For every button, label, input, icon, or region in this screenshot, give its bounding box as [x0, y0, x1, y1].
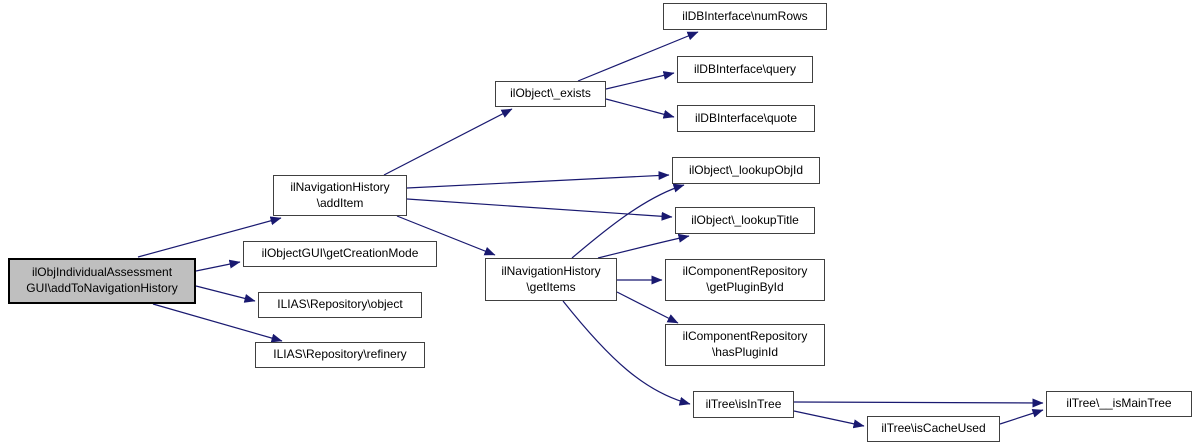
node-label: ilNavigationHistory \getItems [501, 263, 601, 294]
node-label: ilObject\_lookupObjId [688, 162, 804, 177]
node-label: ilDBInterface\quote [694, 110, 798, 125]
edge-get-items-lookup-title [597, 233, 690, 259]
edge-is-cache-used-is-main-tree [999, 408, 1044, 425]
node-label: ilTree\isInTree [705, 396, 782, 411]
edge-main-repository-refinery [152, 303, 283, 343]
node-get-plugin-by-id[interactable]: ilComponentRepository \getPluginById [665, 259, 825, 301]
node-label: ilObjectGUI\getCreationMode [261, 246, 419, 261]
edge-get-items-is-in-tree [562, 300, 691, 406]
node-add-to-navigation-history: ilObjIndividualAssessment GUI\addToNavig… [8, 258, 196, 304]
node-repository-refinery[interactable]: ILIAS\Repository\refinery [255, 342, 425, 368]
node-label: ilObjIndividualAssessment GUI\addToNavig… [26, 265, 178, 295]
node-label: ilComponentRepository \getPluginById [682, 264, 808, 294]
node-label: ilNavigationHistory \addItem [290, 179, 390, 210]
node-get-creation-mode[interactable]: ilObjectGUI\getCreationMode [243, 241, 437, 267]
node-repository-object[interactable]: ILIAS\Repository\object [258, 292, 422, 318]
edge-add-item-lookup-obj-id [406, 171, 670, 189]
node-object-exists[interactable]: ilObject\_exists [495, 81, 606, 107]
edge-get-items-lookup-obj-id [571, 183, 685, 259]
node-label: ilObject\_lookupTitle [691, 212, 799, 227]
node-query[interactable]: ilDBInterface\query [677, 56, 813, 83]
node-label: ilComponentRepository \hasPluginId [682, 329, 808, 359]
node-is-main-tree[interactable]: ilTree\__isMainTree [1046, 391, 1192, 417]
node-label: ilDBInterface\query [693, 61, 797, 76]
edge-add-item-lookup-title [406, 198, 673, 221]
edge-object-exists-query [605, 71, 675, 90]
node-has-plugin-id[interactable]: ilComponentRepository \hasPluginId [665, 324, 825, 366]
node-label: ilObject\_exists [510, 86, 591, 101]
node-label: ilTree\isCacheUsed [881, 421, 986, 436]
node-quote[interactable]: ilDBInterface\quote [677, 105, 815, 132]
node-lookup-obj-id[interactable]: ilObject\_lookupObjId [672, 157, 820, 184]
node-label: ILIAS\Repository\refinery [273, 347, 407, 362]
edge-main-repository-object [195, 285, 256, 303]
node-add-item[interactable]: ilNavigationHistory \addItem [273, 175, 407, 216]
edge-is-in-tree-is-main-tree [793, 398, 1044, 408]
edge-main-get-creation-mode [195, 259, 241, 272]
edge-main-add-item [137, 216, 282, 258]
edge-add-item-get-items [396, 215, 496, 256]
node-label: ilDBInterface\numRows [682, 8, 808, 23]
edge-get-items-has-plugin-id [616, 291, 679, 324]
edge-add-item-object-exists [383, 108, 513, 176]
node-lookup-title[interactable]: ilObject\_lookupTitle [675, 207, 815, 234]
node-label: ILIAS\Repository\object [277, 297, 403, 312]
node-is-in-tree[interactable]: ilTree\isInTree [693, 391, 794, 418]
node-is-cache-used[interactable]: ilTree\isCacheUsed [867, 416, 1000, 442]
node-num-rows[interactable]: ilDBInterface\numRows [663, 3, 827, 30]
edge-object-exists-num-rows [577, 31, 699, 82]
edge-is-in-tree-is-cache-used [793, 410, 865, 429]
node-get-items[interactable]: ilNavigationHistory \getItems [485, 258, 617, 301]
node-label: ilTree\__isMainTree [1066, 396, 1172, 411]
edge-object-exists-quote [605, 98, 675, 119]
